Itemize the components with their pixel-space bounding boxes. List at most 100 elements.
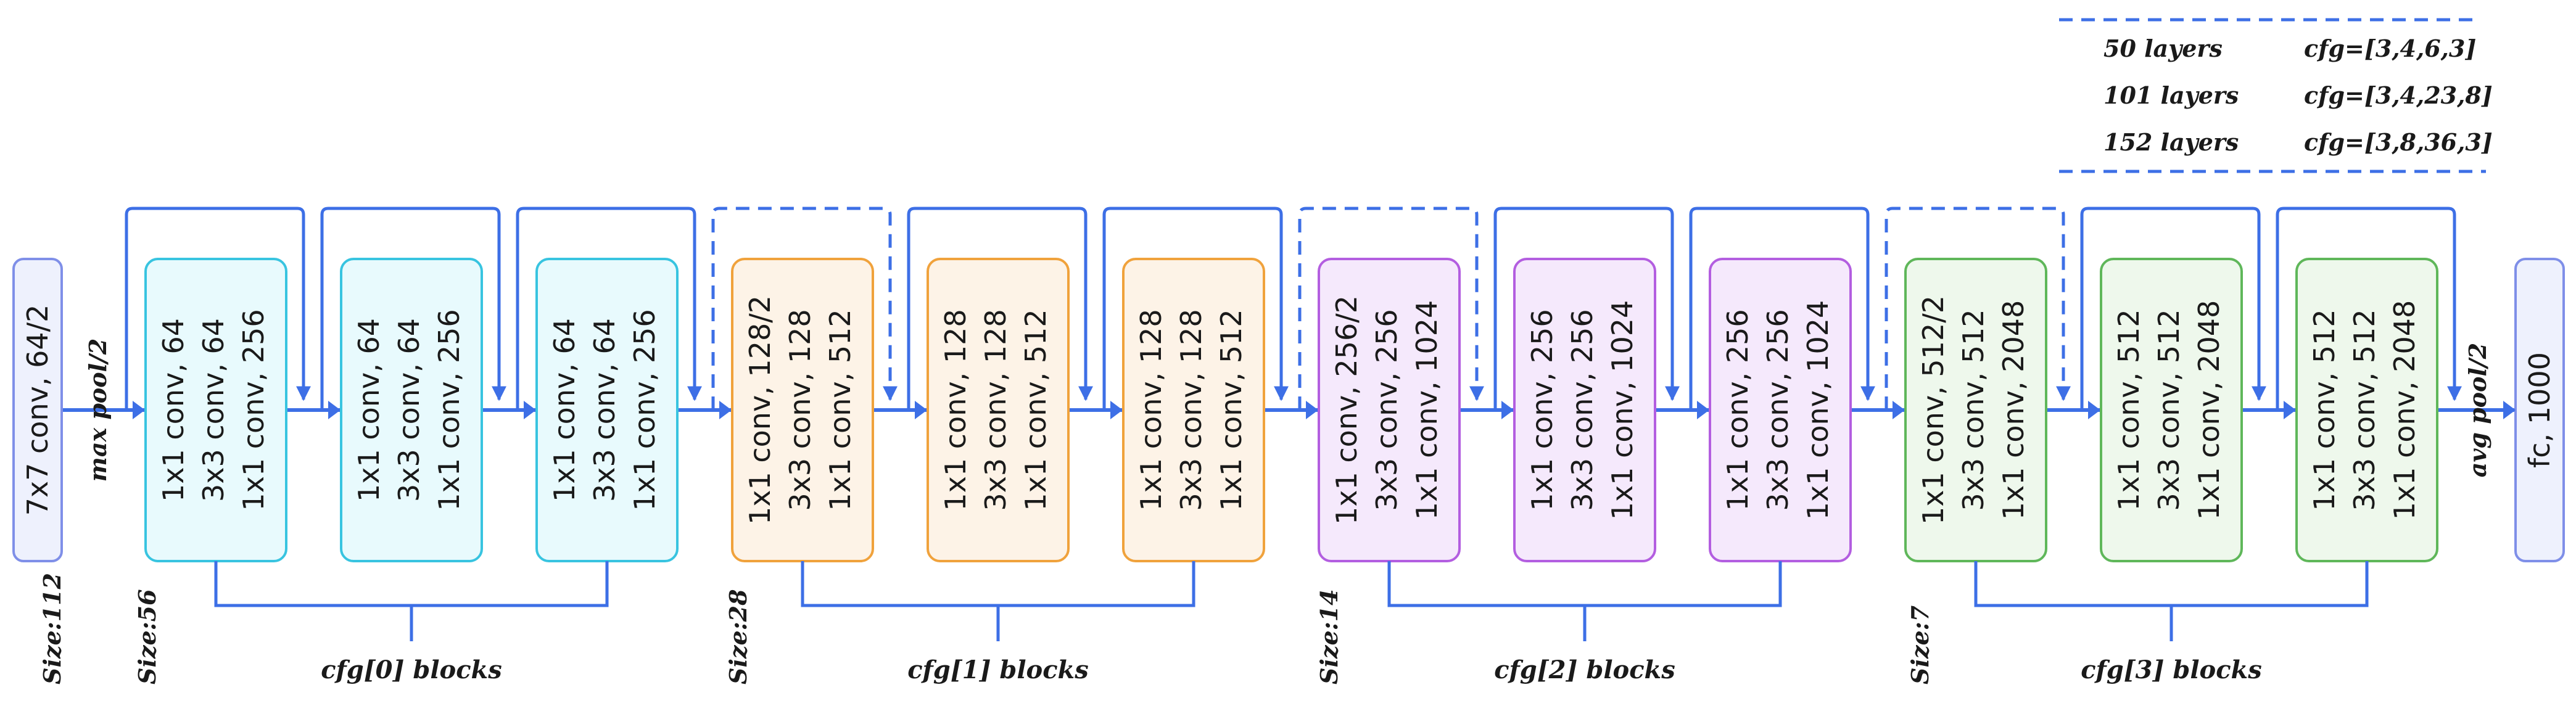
cfg-bracket [1387,561,1782,641]
block-line-3: 1x1 conv, 1024 [1801,300,1835,520]
cfg-label: cfg[0] blocks [321,655,502,684]
legend-cfg-50: cfg=[3,4,6,3] [2304,35,2476,62]
block-line-2: 3x3 conv, 256 [1761,309,1794,511]
block-line-3: 1x1 conv, 512 [1019,309,1052,511]
flow-arrowhead [1306,401,1318,419]
block-line-1: 1x1 conv, 128 [1134,309,1168,511]
bottleneck-block: 1x1 conv, 256/2 3x3 conv, 256 1x1 conv, … [1318,258,1461,562]
stage-0: 1x1 conv, 64 3x3 conv, 64 1x1 conv, 256 … [144,258,679,684]
block-line-2: 3x3 conv, 256 [1566,309,1599,511]
block-box [927,258,1070,562]
bottleneck-block: 1x1 conv, 256 3x3 conv, 256 1x1 conv, 10… [1513,258,1656,562]
flow-arrowheads [133,401,2516,419]
block-line-3: 1x1 conv, 512 [1215,309,1248,511]
bottleneck-block: 1x1 conv, 512 3x3 conv, 512 1x1 conv, 20… [2100,258,2243,562]
skip-connection-downsample [1298,207,1484,410]
bottleneck-block: 1x1 conv, 64 3x3 conv, 64 1x1 conv, 256 [144,258,287,562]
block-line-1: 1x1 conv, 512 [2308,309,2341,511]
cfg-bracket [801,561,1195,641]
bottleneck-block: 1x1 conv, 64 3x3 conv, 64 1x1 conv, 256 [340,258,483,562]
bottleneck-block: 1x1 conv, 256 3x3 conv, 256 1x1 conv, 10… [1709,258,1852,562]
legend-layers-101: 101 layers [2103,81,2239,109]
block-line-1: 1x1 conv, 256 [1721,309,1754,511]
block-line-2: 3x3 conv, 128 [783,309,817,511]
flow-arrowhead [1501,401,1514,419]
legend-cfg-152: cfg=[3,8,36,3] [2304,128,2493,156]
max-pool-label: max pool/2 [84,339,112,482]
block-box [1513,258,1656,562]
avg-pool-label: avg pool/2 [2464,343,2491,478]
flow-arrowhead [915,401,927,419]
cfg-label: cfg[2] blocks [1494,655,1675,684]
stage-3: 1x1 conv, 512/2 3x3 conv, 512 1x1 conv, … [1904,258,2438,684]
input-block: 7x7 conv, 64/2 [12,258,63,562]
legend-layers-50: 50 layers [2103,35,2223,62]
skip-connection-downsample [1885,207,2071,410]
block-line-3: 1x1 conv, 2048 [2388,300,2421,520]
cfg-label: cfg[1] blocks [907,655,1089,684]
bottleneck-block: 1x1 conv, 64 3x3 conv, 64 1x1 conv, 256 [535,258,679,562]
flow-arrowhead [133,401,145,419]
skip-connection-downsample [711,207,898,410]
flow-arrowhead [2284,401,2296,419]
block-line-1: 1x1 conv, 128/2 [743,295,777,525]
block-line-3: 1x1 conv, 2048 [2192,300,2226,520]
block-line-1: 1x1 conv, 512 [2112,309,2145,511]
block-line-2: 3x3 conv, 512 [2152,309,2186,511]
block-line-1: 1x1 conv, 256 [1525,309,1559,511]
legend: 50 layers cfg=[3,4,6,3] 101 layers cfg=[… [2059,18,2493,173]
input-block-box [12,258,63,562]
skip-connection [2080,207,2266,410]
block-line-1: 1x1 conv, 64 [352,318,386,502]
size-label-28: Size:28 [724,589,752,684]
size-label-56: Size:56 [133,589,161,684]
skip-connection [1493,207,1680,410]
block-line-1: 1x1 conv, 512/2 [1917,295,1950,525]
skip-connection [907,207,1093,410]
size-label-7: Size:7 [1906,605,1934,684]
skip-connection [1689,207,1875,410]
block-line-1: 1x1 conv, 256/2 [1330,295,1363,525]
skip-connection [320,207,506,410]
block-line-2: 3x3 conv, 64 [588,318,621,502]
block-line-3: 1x1 conv, 256 [628,309,661,511]
bottleneck-block: 1x1 conv, 512/2 3x3 conv, 512 1x1 conv, … [1904,258,2047,562]
output-block-label: fc, 1000 [2523,352,2556,468]
legend-cfg-101: cfg=[3,4,23,8] [2304,81,2493,109]
block-line-3: 1x1 conv, 1024 [1606,300,1639,520]
bottleneck-block: 1x1 conv, 512 3x3 conv, 512 1x1 conv, 20… [2295,258,2438,562]
skip-connection [1102,207,1289,410]
cfg-bracket [1974,561,2369,641]
block-line-2: 3x3 conv, 64 [392,318,426,502]
block-line-3: 1x1 conv, 256 [237,309,270,511]
block-line-2: 3x3 conv, 512 [2348,309,2381,511]
size-label-112: Size:112 [38,573,66,684]
flow-arrowhead [1893,401,1905,419]
block-line-1: 1x1 conv, 64 [548,318,581,502]
stage-1: 1x1 conv, 128/2 3x3 conv, 128 1x1 conv, … [731,258,1265,684]
flow-arrowhead [719,401,732,419]
flow-arrowhead [2088,401,2100,419]
block-line-2: 3x3 conv, 128 [1174,309,1208,511]
size-label-14: Size:14 [1315,589,1343,684]
flow-arrowhead [2503,401,2516,419]
block-line-1: 1x1 conv, 128 [939,309,972,511]
flow-arrowhead [1110,401,1123,419]
bottleneck-block: 1x1 conv, 128/2 3x3 conv, 128 1x1 conv, … [731,258,874,562]
block-line-3: 1x1 conv, 1024 [1410,300,1443,520]
block-line-2: 3x3 conv, 512 [1957,309,1990,511]
flow-arrowhead [524,401,536,419]
skip-connection [516,207,702,410]
bottleneck-block: 1x1 conv, 128 3x3 conv, 128 1x1 conv, 51… [1122,258,1265,562]
block-line-2: 3x3 conv, 128 [979,309,1012,511]
block-box [2100,258,2243,562]
input-block-label: 7x7 conv, 64/2 [21,305,54,516]
block-line-3: 1x1 conv, 256 [432,309,466,511]
block-line-1: 1x1 conv, 64 [157,318,190,502]
stage-2: 1x1 conv, 256/2 3x3 conv, 256 1x1 conv, … [1318,258,1852,684]
output-block: fc, 1000 [2514,258,2565,562]
block-line-3: 1x1 conv, 512 [824,309,857,511]
cfg-label: cfg[3] blocks [2081,655,2262,684]
cfg-bracket [214,561,609,641]
skip-connections [125,207,2462,410]
